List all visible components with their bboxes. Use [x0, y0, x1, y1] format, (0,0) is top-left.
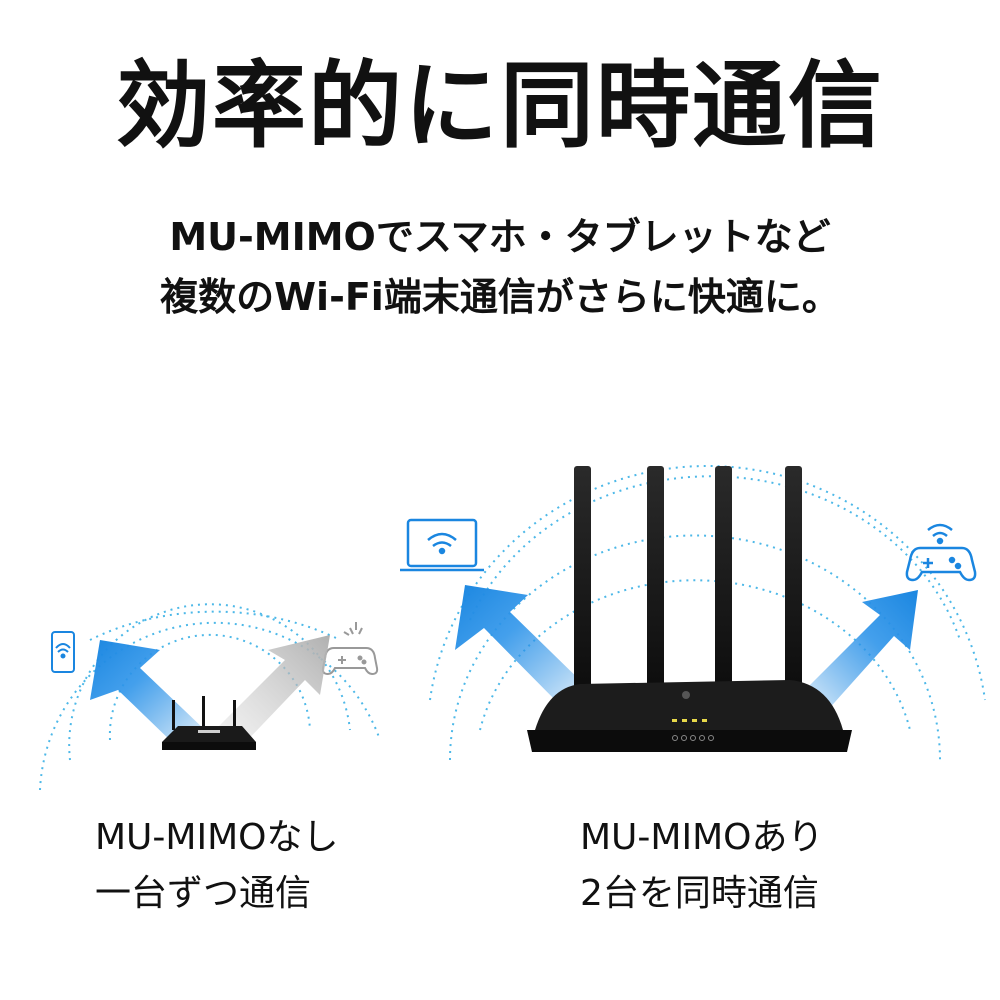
right-blue-arrow-left [455, 585, 590, 705]
left-caption-line-1: MU-MIMOなし [95, 817, 339, 858]
subtitle-line-2: 複数のWi-Fi端末通信がさらに快適に。 [160, 275, 840, 319]
router-icon [527, 466, 852, 752]
router-leds [672, 719, 707, 722]
left-blue-arrow [90, 640, 205, 745]
subtitle-line-1: MU-MIMOでスマホ・タブレットなど [169, 215, 831, 259]
left-caption-line-2: 一台ずつ通信 [95, 873, 312, 914]
laptop-wifi-icon [400, 518, 484, 572]
right-blue-arrow-right [800, 590, 918, 712]
left-gray-arrow [215, 635, 330, 748]
left-caption: MU-MIMOなし 一台ずつ通信 [95, 810, 338, 922]
page-title: 効率的に同時通信 [115, 52, 884, 161]
right-caption: MU-MIMOあり 2台を同時通信 [580, 810, 823, 922]
small-router-icon [162, 696, 256, 750]
phone-wifi-icon [51, 631, 75, 673]
right-caption-line-1: MU-MIMOあり [580, 817, 824, 858]
gamepad-wifi-icon [905, 523, 977, 582]
right-caption-line-2: 2台を同時通信 [580, 873, 819, 914]
